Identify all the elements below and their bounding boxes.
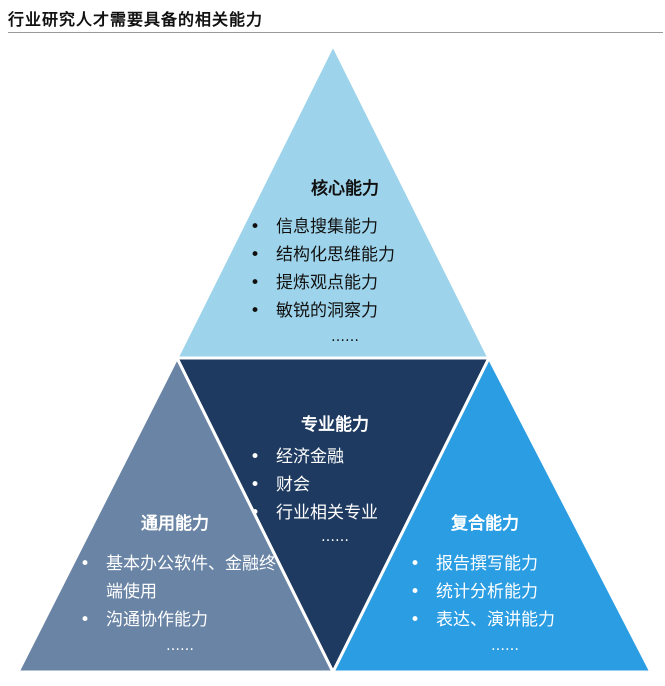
professional-list: 经济金融 财会 行业相关专业 [250, 443, 420, 527]
title-divider [8, 32, 663, 33]
general-section: 通用能力 基本办公软件、金融终端使用 沟通协作能力 …… [80, 509, 280, 654]
list-item: 财会 [250, 471, 420, 499]
list-item: 敏锐的洞察力 [250, 297, 440, 325]
general-heading: 通用能力 [141, 514, 209, 534]
professional-heading: 专业能力 [301, 415, 369, 435]
list-item: 报告撰写能力 [410, 550, 600, 578]
core-heading: 核心能力 [311, 179, 379, 199]
core-list: 信息搜集能力 结构化思维能力 提炼观点能力 敏锐的洞察力 [250, 213, 440, 325]
professional-section: 专业能力 经济金融 财会 行业相关专业 …… [250, 410, 420, 545]
composite-section: 复合能力 报告撰写能力 统计分析能力 表达、演讲能力 …… [410, 509, 600, 654]
list-item: 沟通协作能力 [80, 606, 280, 634]
composite-heading: 复合能力 [451, 514, 519, 534]
list-item: 表达、演讲能力 [410, 606, 600, 634]
list-item: 基本办公软件、金融终端使用 [80, 550, 280, 606]
list-item: 行业相关专业 [250, 499, 420, 527]
list-item: 统计分析能力 [410, 578, 600, 606]
composite-list: 报告撰写能力 统计分析能力 表达、演讲能力 [410, 550, 600, 634]
general-ellipsis: …… [166, 638, 194, 654]
page-title: 行业研究人才需要具备的相关能力 [8, 10, 264, 29]
list-item: 经济金融 [250, 443, 420, 471]
core-ellipsis: …… [331, 329, 359, 345]
list-item: 提炼观点能力 [250, 269, 440, 297]
general-list: 基本办公软件、金融终端使用 沟通协作能力 [80, 550, 280, 634]
list-item: 信息搜集能力 [250, 213, 440, 241]
list-item: 结构化思维能力 [250, 241, 440, 269]
composite-ellipsis: …… [491, 638, 519, 654]
core-section: 核心能力 信息搜集能力 结构化思维能力 提炼观点能力 敏锐的洞察力 …… [250, 174, 440, 345]
professional-ellipsis: …… [321, 529, 349, 545]
